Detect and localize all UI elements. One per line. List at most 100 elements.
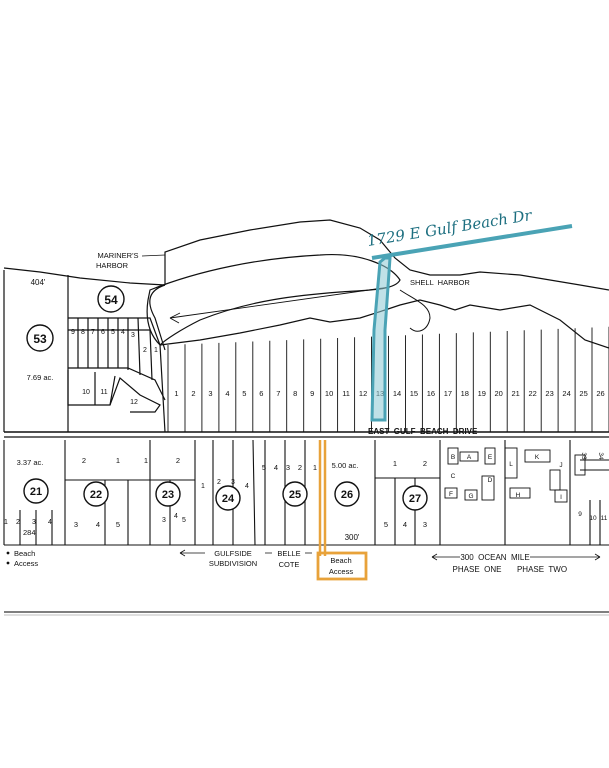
lot-label: 4 bbox=[403, 520, 407, 529]
lot-label: 1 bbox=[201, 483, 205, 490]
lot-label: 4 bbox=[96, 520, 100, 529]
tract-number: 27 bbox=[409, 493, 421, 505]
unit-letter: A bbox=[467, 454, 472, 461]
unit-letter: D bbox=[488, 477, 493, 484]
tract-marker: 25 bbox=[282, 481, 308, 507]
lot-label: 24 bbox=[562, 389, 570, 398]
lot-label: 9 bbox=[578, 511, 582, 518]
lot-label: 3 bbox=[286, 463, 290, 472]
lot-label: 5 bbox=[262, 463, 266, 472]
lot-label: 33 bbox=[580, 452, 587, 460]
lot-label: 7 bbox=[276, 389, 280, 398]
belle-cote-label-2: COTE bbox=[279, 560, 300, 569]
lot-label: 4 bbox=[274, 463, 278, 472]
beach-access-label-1: Beach bbox=[330, 556, 351, 565]
lot-label: 1 bbox=[393, 459, 397, 468]
south-tract-markers: 21 22 23 24 25 26 27 bbox=[23, 478, 428, 511]
tract-circle bbox=[282, 481, 308, 507]
tract-marker: 27 bbox=[402, 485, 428, 511]
tract-number: 24 bbox=[222, 493, 235, 505]
phase-one-label: PHASE ONE bbox=[453, 565, 502, 574]
ocean-mile-units bbox=[444, 447, 586, 503]
tract-circle bbox=[334, 481, 360, 507]
tract-circle bbox=[155, 481, 181, 507]
lot-label: 1 bbox=[116, 456, 120, 465]
unit-letter: L bbox=[509, 461, 513, 468]
lot-strip-top bbox=[159, 299, 609, 349]
tract-circle bbox=[402, 485, 428, 511]
tract-marker: 22 bbox=[83, 481, 109, 507]
lot-label: 20 bbox=[495, 389, 503, 398]
lot-label: 5 bbox=[242, 389, 246, 398]
lot-label: 2 bbox=[143, 347, 147, 354]
lot-label: 21 bbox=[512, 389, 520, 398]
tract-number: 21 bbox=[30, 486, 42, 498]
lot-label: 3 bbox=[231, 479, 235, 486]
legend: Beach Access bbox=[6, 549, 38, 568]
gulfside-label-1: GULFSIDE bbox=[214, 549, 252, 558]
property-highlight bbox=[370, 224, 573, 422]
harbor-lagoon bbox=[146, 253, 401, 346]
lot-label: 1 bbox=[154, 347, 158, 354]
shell-harbor-label: SHELL HARBOR bbox=[410, 278, 470, 287]
tract-54-number: 54 bbox=[104, 293, 118, 307]
mariners-harbor-label-2: HARBOR bbox=[96, 261, 129, 270]
lot-label: 2 bbox=[176, 456, 180, 465]
road-label: EAST GULF BEACH DRIVE bbox=[368, 427, 478, 436]
lot-label: 7 bbox=[91, 329, 95, 336]
tract-26-acreage: 5.00 ac. bbox=[332, 461, 359, 470]
lot-label: 22 bbox=[529, 389, 537, 398]
lot-label: 4 bbox=[174, 513, 178, 520]
north-shoreline bbox=[3, 219, 609, 291]
mariners-harbor-label-1: MARINER'S bbox=[97, 251, 138, 260]
lot-label: 10 bbox=[82, 389, 90, 396]
tract-marker: 26 bbox=[334, 481, 360, 507]
lot-label: 12 bbox=[359, 389, 367, 398]
lot-label: 2 bbox=[423, 459, 427, 468]
unit-letter: F bbox=[449, 491, 453, 498]
north-block bbox=[3, 219, 609, 433]
tract-marker: 21 bbox=[23, 478, 49, 504]
lot-label: 19 bbox=[478, 389, 486, 398]
tract-circle bbox=[215, 485, 241, 511]
lot-label: 5 bbox=[111, 329, 115, 336]
lot-label: 4 bbox=[121, 329, 125, 336]
tract-number: 22 bbox=[90, 489, 102, 501]
lot-label: 2 bbox=[16, 519, 20, 526]
lot-label: 3 bbox=[32, 519, 36, 526]
lot-label: 26 bbox=[596, 389, 604, 398]
lot-label: 5 bbox=[182, 517, 186, 524]
lot-label: 12 bbox=[130, 399, 138, 406]
tract-number: 23 bbox=[162, 489, 174, 501]
lot-label: 3 bbox=[208, 389, 212, 398]
tract-circle bbox=[23, 478, 49, 504]
lot-label: 11 bbox=[601, 515, 608, 522]
beach-access-highlight bbox=[316, 440, 368, 581]
unit-letter: E bbox=[488, 454, 493, 461]
legend-access: Access bbox=[14, 559, 38, 568]
lot-label: 25 bbox=[579, 389, 587, 398]
lot-label: 2 bbox=[82, 456, 86, 465]
lot-label: 6 bbox=[101, 329, 105, 336]
unit-letter: G bbox=[468, 493, 473, 500]
lot-label: 8 bbox=[293, 389, 297, 398]
lot-label: 4 bbox=[225, 389, 229, 398]
tract-53-acreage: 7.69 ac. bbox=[27, 373, 54, 382]
lot-label: 9 bbox=[310, 389, 314, 398]
lot-label: 6 bbox=[259, 389, 263, 398]
lot-label: 23 bbox=[545, 389, 553, 398]
gulfside-label-2: SUBDIVISION bbox=[209, 559, 257, 568]
lot-label: 15 bbox=[410, 389, 418, 398]
lot-label: 16 bbox=[427, 389, 435, 398]
unit-letter: B bbox=[451, 454, 455, 461]
lot-label: 18 bbox=[461, 389, 469, 398]
tract-number: 25 bbox=[289, 489, 301, 501]
lot-label: 17 bbox=[444, 389, 452, 398]
tract-marker: 24 bbox=[215, 485, 241, 511]
lot-label: 11 bbox=[100, 389, 107, 396]
lot-label: 1 bbox=[174, 389, 178, 398]
lot-label: 14 bbox=[393, 389, 401, 398]
